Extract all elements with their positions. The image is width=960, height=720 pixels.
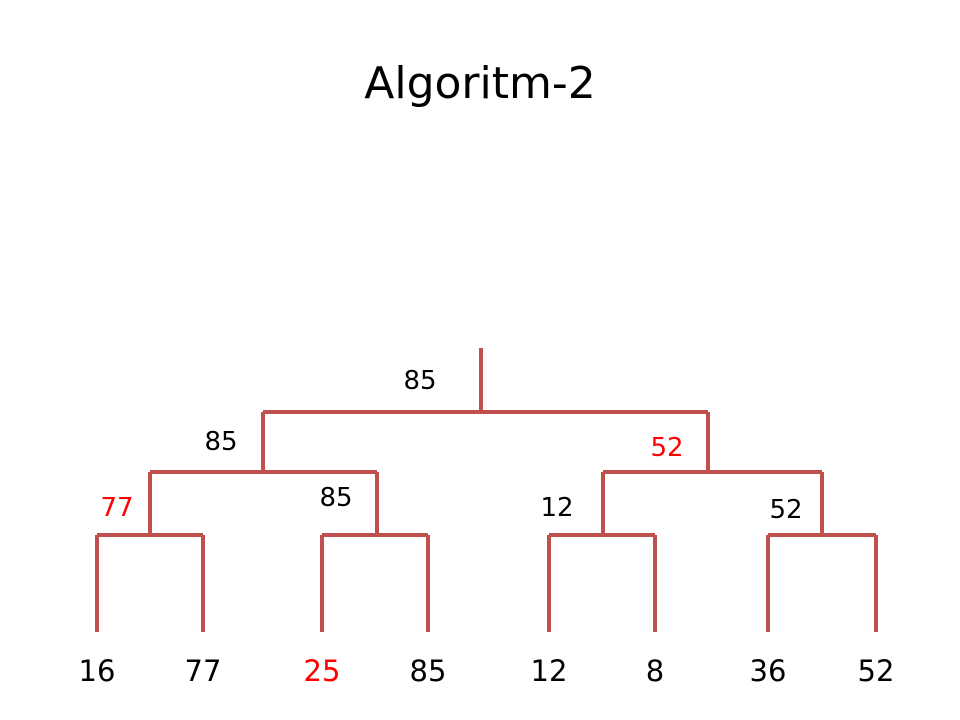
level1-value: 77 [100,493,133,523]
level1-value: 12 [540,493,573,523]
leaf-value: 16 [79,654,116,688]
leaf-value: 85 [410,654,447,688]
leaf-value: 8 [646,654,664,688]
level2-value: 52 [650,433,683,463]
leaf-value: 25 [304,654,341,688]
leaf-value: 52 [858,654,895,688]
leaf-value: 36 [750,654,787,688]
tree-labels: 16 77 25 85 12 8 36 52 77 85 12 52 85 52 85 [79,366,895,688]
leaf-value: 12 [531,654,568,688]
leaf-value: 77 [185,654,222,688]
root-value: 85 [403,366,436,396]
level1-value: 52 [769,495,802,525]
level1-value: 85 [319,483,352,513]
level2-value: 85 [204,427,237,457]
slide-title: Algoritm-2 [364,58,596,109]
tree-edges [95,348,878,632]
